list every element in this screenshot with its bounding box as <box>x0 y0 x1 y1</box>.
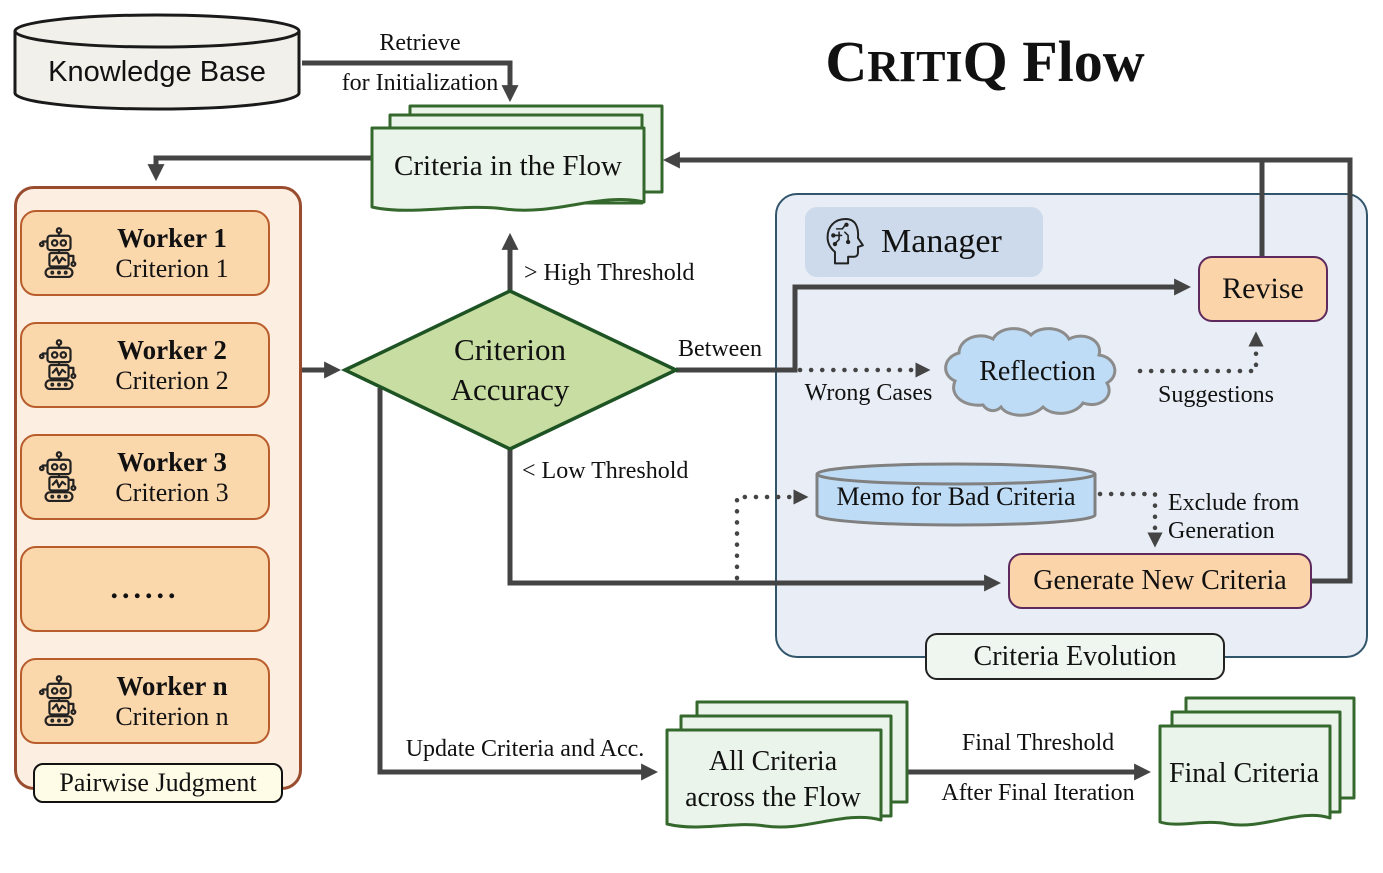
decision-line2: Accuracy <box>450 371 570 407</box>
high-threshold-label: > High Threshold <box>524 260 695 286</box>
document-stack-shape <box>370 104 664 212</box>
final-criteria-label: Final Criteria <box>1168 758 1320 789</box>
exclude-line2: Generation <box>1168 517 1275 544</box>
document-stack-shape <box>1158 696 1356 827</box>
memo-node: Memo for Bad Criteria <box>814 462 1098 528</box>
reflection-label: Reflection <box>979 356 1096 387</box>
robot-icon <box>36 337 82 393</box>
worker-name: Worker 2 <box>117 335 227 366</box>
solid-edges <box>147 60 1353 781</box>
knowledge-base-label: Knowledge Base <box>48 56 266 88</box>
knowledge-base-node: Knowledge Base <box>12 12 302 112</box>
worker-card-2: Worker 2 Criterion 2 <box>20 322 270 408</box>
criteria-in-flow-node: Criteria in the Flow <box>370 104 666 230</box>
robot-icon <box>36 225 82 281</box>
retrieve-label: Retrieve <box>379 30 461 56</box>
all-criteria-line2: across the Flow <box>685 782 861 814</box>
cylinder-shape <box>13 13 301 111</box>
generate-new-criteria-box: Generate New Criteria <box>1008 553 1312 609</box>
worker-criterion: Criterion 3 <box>115 477 229 507</box>
worker-card-ellipsis: ...... <box>20 546 270 632</box>
manager-head-icon <box>821 215 867 269</box>
revise-box: Revise <box>1198 256 1328 322</box>
memo-label: Memo for Bad Criteria <box>836 482 1076 511</box>
exclude-label: Exclude from Generation <box>1168 490 1338 545</box>
criteria-evolution-badge: Criteria Evolution <box>925 633 1225 680</box>
pairwise-judgment-badge: Pairwise Judgment <box>33 763 283 803</box>
manager-chip: Manager <box>805 207 1043 277</box>
update-criteria-label: Update Criteria and Acc. <box>405 736 645 762</box>
worker-name: Worker 3 <box>117 447 227 478</box>
robot-icon <box>36 449 82 505</box>
retrieve-label-2: for Initialization <box>341 70 499 96</box>
page-title: CRITIQ Flow <box>770 28 1200 95</box>
cloud-shape <box>944 327 1117 417</box>
edge-generate-loop <box>1262 157 1353 584</box>
criteria-in-flow-label: Criteria in the Flow <box>394 150 622 182</box>
edge-retrieve <box>302 60 519 103</box>
revise-label: Revise <box>1222 272 1304 305</box>
cylinder-shape <box>815 462 1097 527</box>
all-criteria-node: All Criteria across the Flow <box>665 700 910 850</box>
wrong-cases-label: Wrong Cases <box>804 380 933 406</box>
worker-card-1: Worker 1 Criterion 1 <box>20 210 270 296</box>
ellipsis-label: ...... <box>110 572 180 605</box>
suggestions-label: Suggestions <box>1158 382 1275 408</box>
dotted-edges <box>734 331 1264 581</box>
worker-name: Worker 1 <box>117 223 227 254</box>
after-final-iteration-label: After Final Iteration <box>941 780 1135 806</box>
exclude-line1: Exclude from <box>1168 490 1300 516</box>
worker-name: Worker n <box>116 671 228 702</box>
edge-to-memo <box>734 489 809 581</box>
final-threshold-label: Final Threshold <box>961 730 1115 756</box>
title-part: C <box>825 29 868 94</box>
edge-update-criteria <box>377 388 659 781</box>
title-part: Q <box>962 29 1008 94</box>
worker-criterion: Criterion 2 <box>115 365 229 395</box>
document-stack-shape <box>665 700 909 829</box>
generate-label: Generate New Criteria <box>1033 565 1287 596</box>
title-part: Flow <box>1007 29 1145 94</box>
robot-icon <box>36 673 82 729</box>
edge-exclude <box>1097 491 1163 548</box>
worker-criterion: Criterion 1 <box>115 253 229 283</box>
title-part: RITI <box>867 42 963 91</box>
edge-suggestions <box>1137 331 1264 374</box>
edge-low-to-generate <box>507 447 1002 592</box>
decision-diamond <box>340 289 681 451</box>
low-threshold-label: < Low Threshold <box>522 458 689 484</box>
worker-card-3: Worker 3 Criterion 3 <box>20 434 270 520</box>
all-criteria-label: All Criteria across the Flow <box>665 744 881 817</box>
all-criteria-line1: All Criteria <box>708 746 838 777</box>
between-label: Between <box>678 336 762 362</box>
edge-between-to-revise <box>676 278 1192 373</box>
decision-label: Criterion Accuracy <box>410 330 610 409</box>
reflection-node: Reflection <box>935 323 1140 423</box>
edge-criteria-to-workers <box>147 155 372 182</box>
manager-label: Manager <box>881 223 1002 260</box>
worker-card-n: Worker n Criterion n <box>20 658 270 744</box>
decision-line1: Criterion <box>454 332 566 367</box>
worker-criterion: Criterion n <box>115 701 229 731</box>
final-criteria-node: Final Criteria <box>1158 696 1358 848</box>
